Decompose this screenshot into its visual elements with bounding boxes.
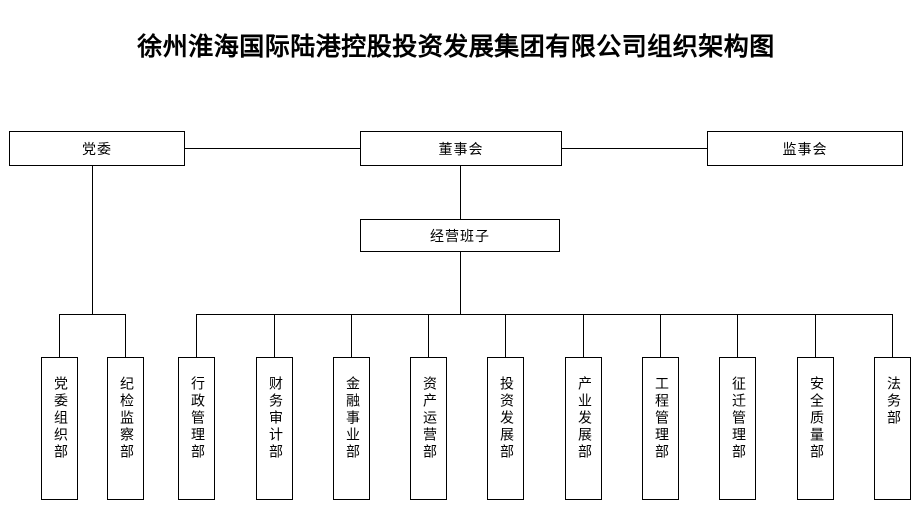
node-engineering-management-dept-label: 工程管理部	[653, 376, 669, 461]
drop-line-administration-dept	[196, 314, 197, 357]
drop-line-safety-quality-dept	[815, 314, 816, 357]
node-discipline-inspection-dept-label: 纪检监察部	[118, 376, 134, 461]
node-investment-development-dept-label: 投资发展部	[498, 376, 514, 461]
node-board-of-supervisors[interactable]: 监事会	[707, 131, 903, 166]
node-engineering-management-dept[interactable]: 工程管理部	[642, 357, 679, 500]
node-industry-development-dept-label: 产业发展部	[576, 376, 592, 461]
drop-line-investment-development-dept	[505, 314, 506, 357]
connector-party-bus	[59, 314, 125, 315]
connector-board-to-supervisors	[562, 148, 707, 149]
node-investment-development-dept[interactable]: 投资发展部	[487, 357, 524, 500]
drop-line-engineering-management-dept	[660, 314, 661, 357]
node-finance-audit-dept[interactable]: 财务审计部	[256, 357, 293, 500]
node-board-of-supervisors-label: 监事会	[782, 141, 828, 158]
node-party-organization-dept-label: 党委组织部	[52, 376, 68, 461]
node-management-team[interactable]: 经营班子	[360, 219, 560, 252]
node-relocation-management-dept-label: 征迁管理部	[730, 376, 746, 461]
node-party-committee-label: 党委	[82, 141, 112, 158]
connector-party-trunk	[92, 166, 93, 314]
drop-line-financial-business-dept	[351, 314, 352, 357]
node-legal-affairs-dept[interactable]: 法务部	[874, 357, 911, 500]
node-safety-quality-dept-label: 安全质量部	[808, 376, 824, 461]
node-board-of-directors[interactable]: 董事会	[360, 131, 562, 166]
connector-party-to-board	[185, 148, 360, 149]
node-legal-affairs-dept-label: 法务部	[885, 376, 901, 427]
node-administration-dept[interactable]: 行政管理部	[178, 357, 215, 500]
node-finance-audit-dept-label: 财务审计部	[267, 376, 283, 461]
node-discipline-inspection-dept[interactable]: 纪检监察部	[107, 357, 144, 500]
node-relocation-management-dept[interactable]: 征迁管理部	[719, 357, 756, 500]
connector-main-bus	[196, 314, 892, 315]
node-safety-quality-dept[interactable]: 安全质量部	[797, 357, 834, 500]
drop-line-relocation-management-dept	[737, 314, 738, 357]
drop-line-party-organization-dept	[59, 314, 60, 357]
node-management-team-label: 经营班子	[430, 228, 490, 245]
node-administration-dept-label: 行政管理部	[189, 376, 205, 461]
node-asset-operation-dept-label: 资产运营部	[421, 376, 437, 461]
node-financial-business-dept[interactable]: 金融事业部	[333, 357, 370, 500]
drop-line-legal-affairs-dept	[892, 314, 893, 357]
connector-management-trunk	[460, 252, 461, 314]
drop-line-industry-development-dept	[583, 314, 584, 357]
node-industry-development-dept[interactable]: 产业发展部	[565, 357, 602, 500]
drop-line-discipline-inspection-dept	[125, 314, 126, 357]
node-party-organization-dept[interactable]: 党委组织部	[41, 357, 78, 500]
connector-board-to-management	[460, 166, 461, 219]
node-board-of-directors-label: 董事会	[438, 141, 484, 158]
node-party-committee[interactable]: 党委	[9, 131, 185, 166]
page-title: 徐州淮海国际陆港控股投资发展集团有限公司组织架构图	[137, 32, 775, 61]
drop-line-asset-operation-dept	[428, 314, 429, 357]
drop-line-finance-audit-dept	[274, 314, 275, 357]
node-asset-operation-dept[interactable]: 资产运营部	[410, 357, 447, 500]
node-financial-business-dept-label: 金融事业部	[344, 376, 360, 461]
